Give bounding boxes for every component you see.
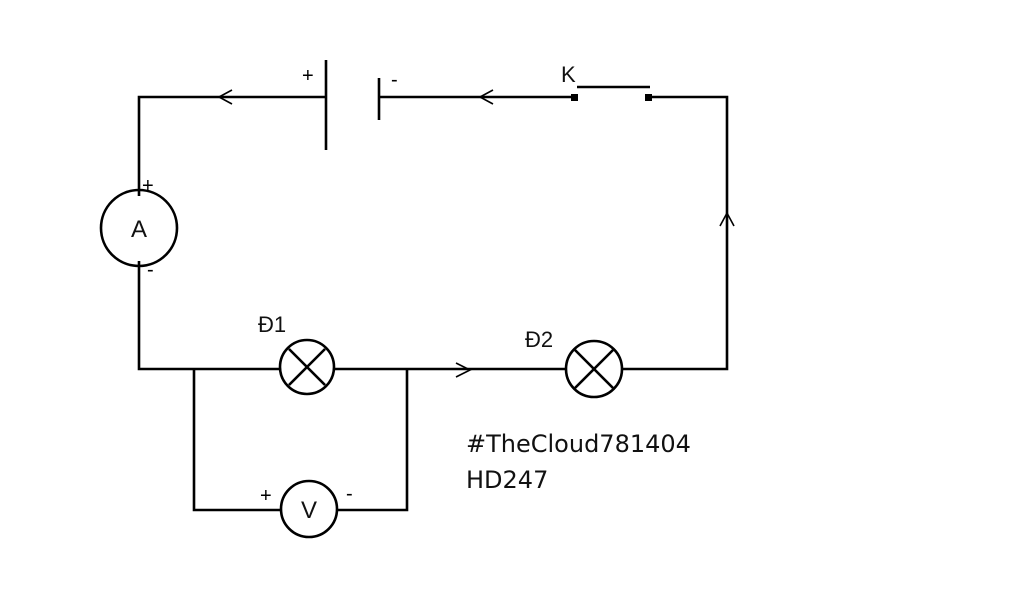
voltmeter-plus-sign: + xyxy=(260,485,272,507)
arrow-up-right xyxy=(719,211,735,227)
lamp-d1-cross xyxy=(288,348,326,386)
switch-right-contact xyxy=(645,94,652,101)
lamp-d1-circle xyxy=(278,338,336,396)
ammeter: A + - xyxy=(99,175,179,281)
ammeter-symbol: A xyxy=(131,216,147,243)
lamp-d2: Đ2 xyxy=(525,327,624,399)
battery-plus-sign: + xyxy=(302,65,314,87)
lamp-d2-label: Đ2 xyxy=(525,327,553,352)
wire-voltmeter-branch xyxy=(192,369,409,512)
ammeter-plus-sign: + xyxy=(142,175,154,197)
battery-minus-sign: - xyxy=(391,69,398,91)
voltmeter-minus-sign: - xyxy=(346,483,353,505)
caption-line-2: HD247 xyxy=(466,466,548,494)
battery: + - xyxy=(302,60,398,150)
arrow-right-bottom xyxy=(455,362,472,378)
voltmeter-circle xyxy=(279,479,339,539)
lamp-d1-label: Đ1 xyxy=(258,312,286,337)
switch-left-contact xyxy=(571,94,578,101)
voltmeter: V + - xyxy=(260,479,353,539)
wire-left-lower xyxy=(137,261,194,371)
lamp-d2-circle xyxy=(564,339,624,399)
arrow-left-middle xyxy=(478,89,494,105)
ammeter-minus-sign: - xyxy=(147,259,154,281)
wire-top-left xyxy=(137,95,326,196)
voltmeter-symbol: V xyxy=(301,497,317,524)
switch-label: K xyxy=(561,62,576,87)
caption-line-1: #TheCloud781404 xyxy=(466,430,691,458)
ammeter-circle xyxy=(99,188,179,268)
wire-top-right xyxy=(622,95,729,371)
arrow-left-top xyxy=(217,89,233,105)
lamp-d1: Đ1 xyxy=(258,312,336,396)
switch-k: K xyxy=(561,62,652,101)
lamp-d2-cross xyxy=(574,349,614,389)
